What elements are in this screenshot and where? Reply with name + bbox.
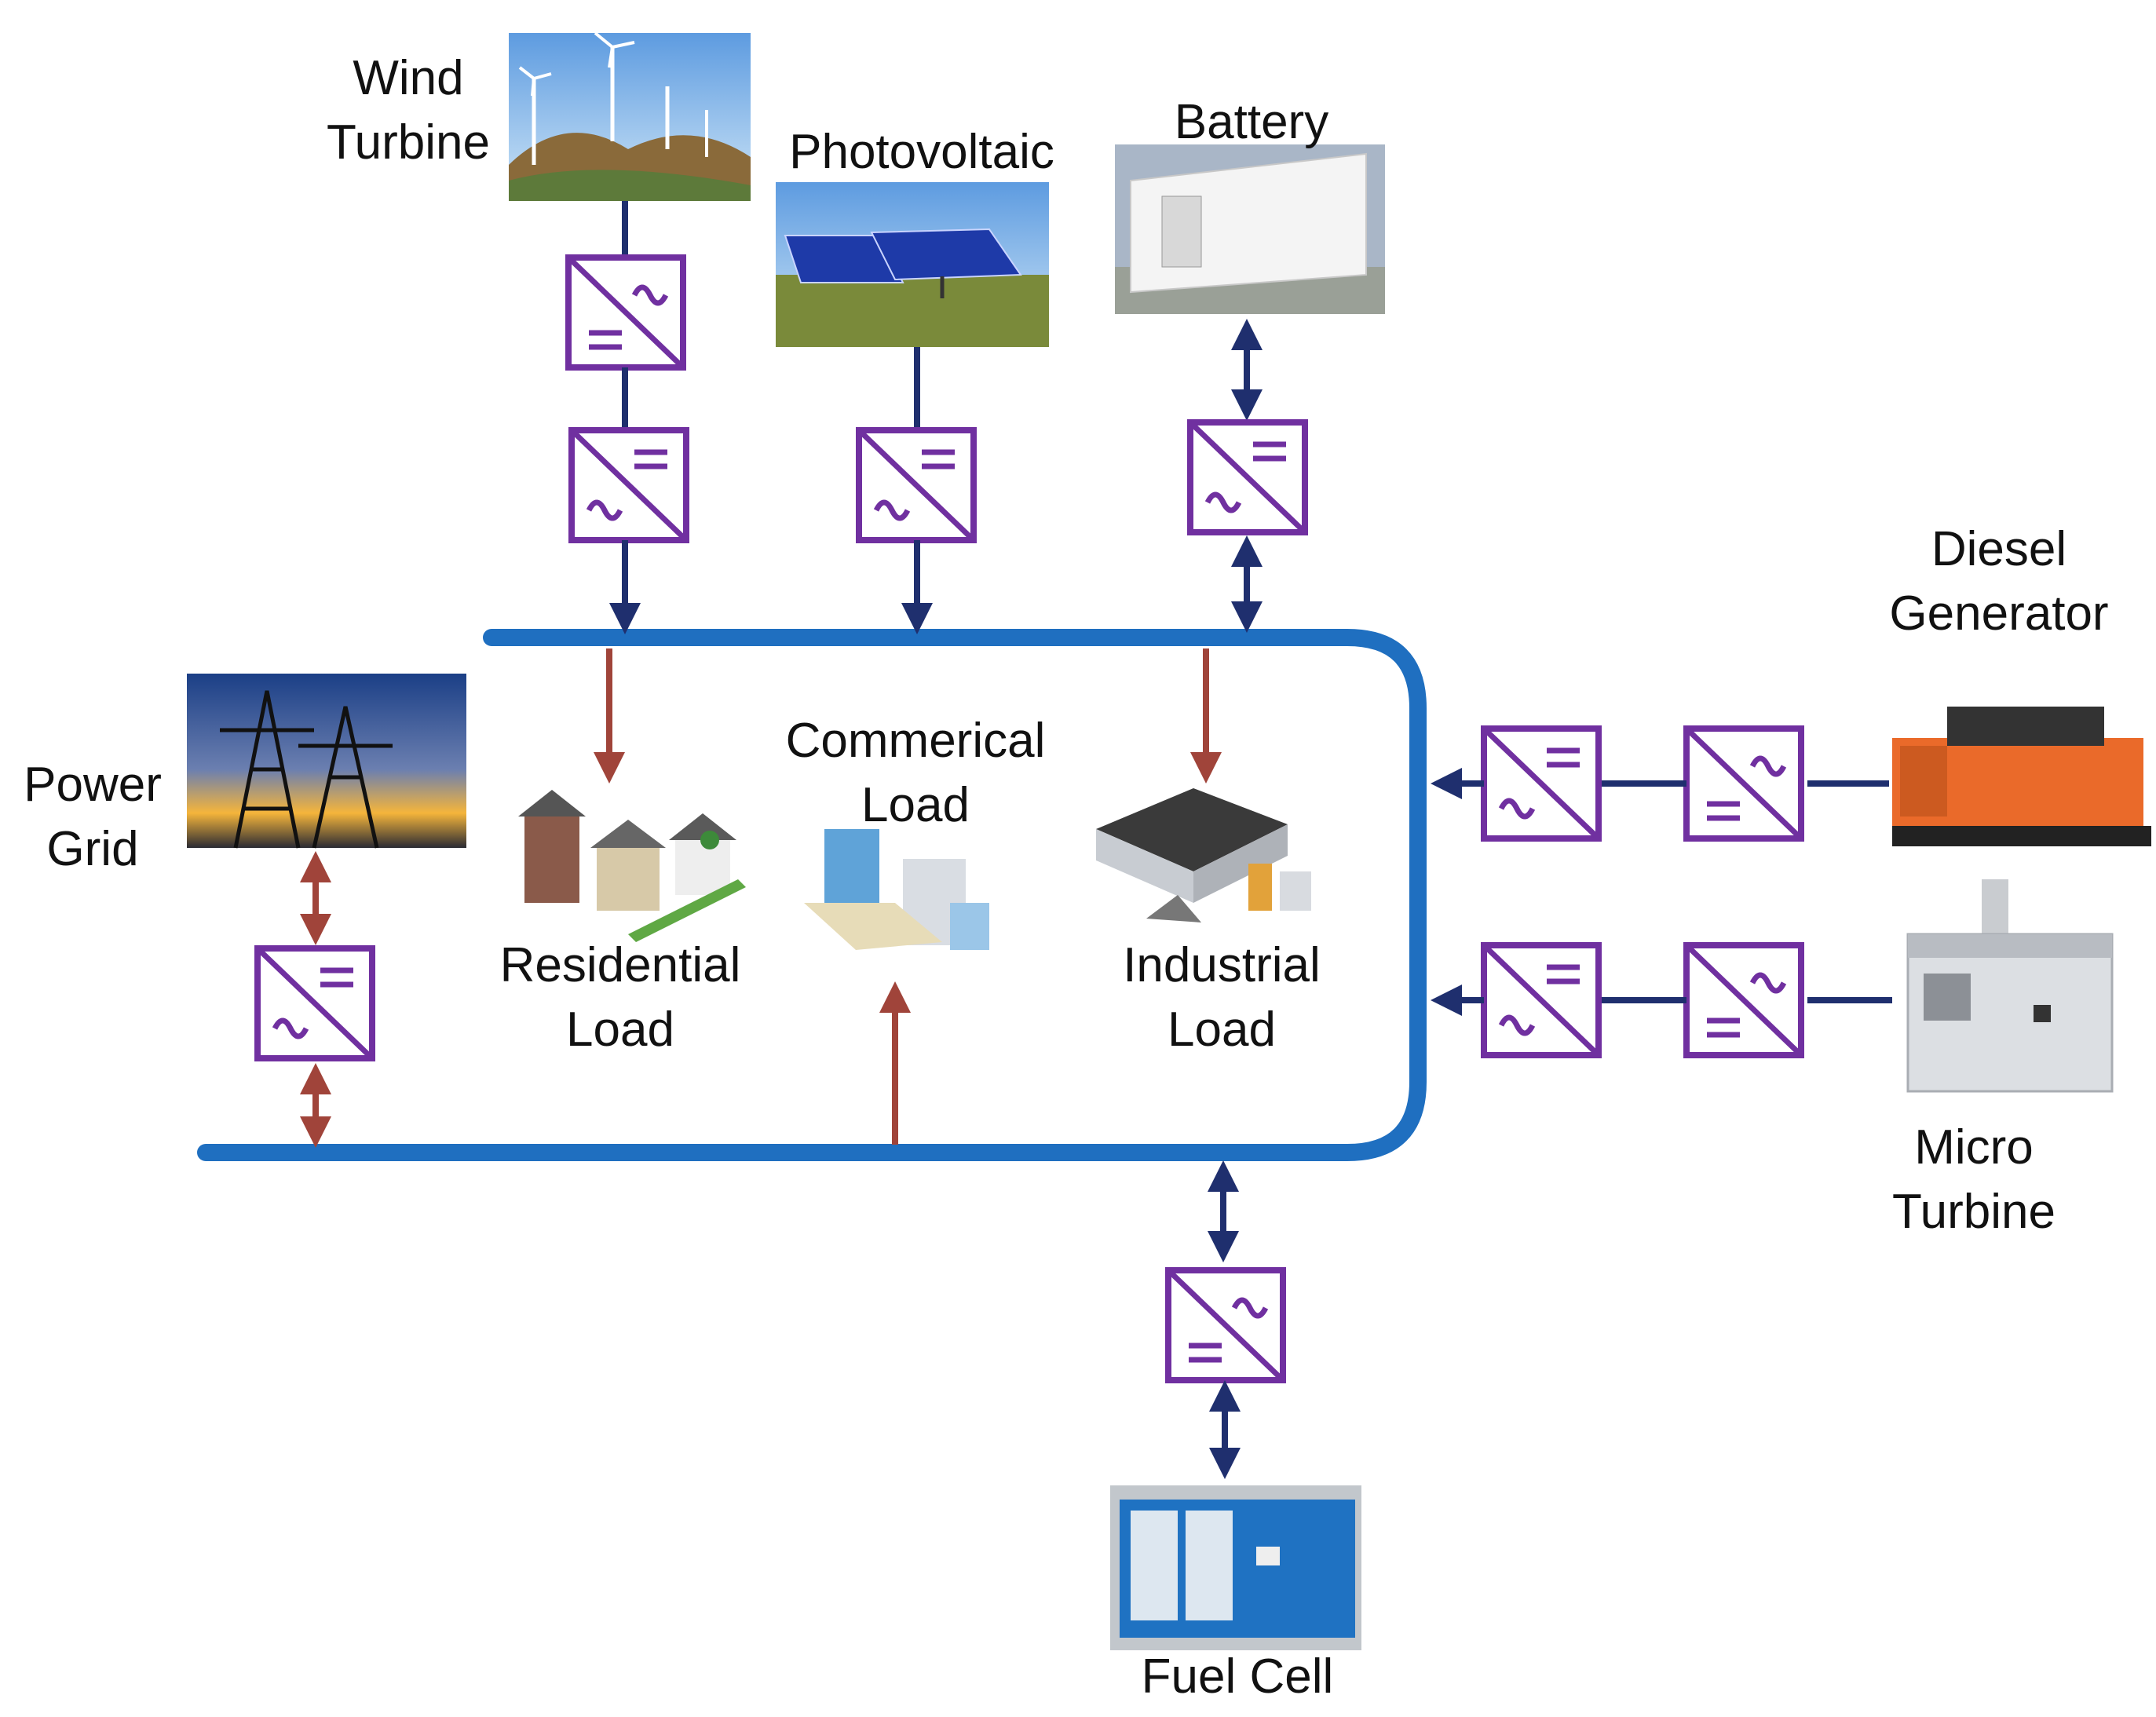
ac-dc-converter-icon — [1686, 945, 1801, 1055]
industrial-load-label-1: Industrial — [1123, 938, 1321, 992]
residential-load-label-2: Load — [566, 1003, 674, 1057]
industrial-load-label-2: Load — [1168, 1003, 1276, 1057]
dc-ac-converter-icon — [1484, 945, 1599, 1055]
fuel-cell-image — [1110, 1485, 1361, 1650]
commercial-load-label-2: Load — [861, 778, 970, 832]
commercial-load-label-1: Commerical — [786, 714, 1046, 768]
battery-image — [1115, 144, 1385, 314]
ac-dc-converter-icon — [568, 258, 683, 367]
wind-turbine-label-1: Wind — [353, 51, 463, 105]
photovoltaic-image — [776, 182, 1049, 347]
dc-ac-converter-icon — [572, 430, 686, 540]
power-grid-image — [187, 674, 466, 849]
residential-load-image — [518, 790, 746, 942]
power-grid-label-1: Power — [24, 758, 162, 812]
dc-ac-converter-icon — [258, 948, 372, 1058]
wind-turbine-image — [509, 31, 751, 201]
diesel-generator-label-2: Generator — [1889, 586, 2108, 641]
micro-turbine-image — [1906, 879, 2114, 1093]
dc-ac-converter-icon — [1190, 422, 1305, 532]
micro-turbine-label-2: Turbine — [1892, 1185, 2056, 1239]
diesel-generator-image — [1892, 707, 2151, 846]
commercial-load-image — [804, 829, 989, 950]
power-grid-label-2: Grid — [46, 822, 138, 876]
battery-label: Battery — [1175, 95, 1328, 149]
diesel-generator-label-1: Diesel — [1931, 522, 2066, 576]
residential-load-label-1: Residential — [500, 938, 741, 992]
ac-dc-converter-icon — [1686, 729, 1801, 838]
wind-turbine-label-2: Turbine — [327, 115, 490, 170]
ac-dc-converter-icon — [1168, 1270, 1283, 1380]
fuel-cell-label: Fuel Cell — [1142, 1649, 1334, 1704]
dc-ac-converter-icon — [859, 430, 974, 540]
dc-ac-converter-icon — [1484, 729, 1599, 838]
micro-turbine-label-1: Micro — [1914, 1120, 2034, 1175]
photovoltaic-label: Photovoltaic — [789, 125, 1054, 179]
ac-bus — [197, 629, 1427, 1161]
industrial-load-image — [1096, 788, 1311, 922]
